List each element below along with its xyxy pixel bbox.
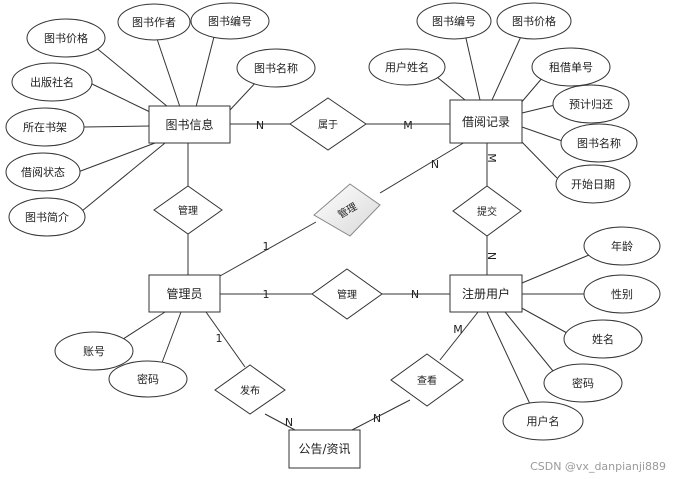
entity-registered-user: 注册用户 [449, 274, 523, 313]
attribute-publisher: 出版社名 [11, 62, 93, 102]
attribute-book-author: 图书作者 [117, 3, 191, 41]
relationship-submit: 提交 [452, 185, 522, 237]
entity-label: 公告/资讯 [298, 442, 350, 456]
attribute-label: 年龄 [611, 239, 633, 253]
cardinality-submit-user: N [485, 252, 498, 260]
attribute-label: 开始日期 [571, 177, 615, 191]
entity-borrow-record: 借阅记录 [449, 99, 523, 144]
entity-notice: 公告/资讯 [288, 429, 361, 469]
attribute-record-book-number: 图书编号 [416, 2, 492, 40]
cardinality-view-notice: N [373, 412, 381, 425]
attribute-book-price: 图书价格 [26, 18, 106, 58]
attribute-rent-order-no: 租借单号 [531, 47, 611, 87]
attribute-label: 密码 [572, 376, 594, 390]
relationship-manage-records: 管理 [313, 183, 381, 237]
attribute-book-number: 图书编号 [190, 2, 270, 40]
cardinality-belongs-record: M [403, 119, 413, 132]
relationship-manage-books: 管理 [153, 185, 223, 235]
entity-label: 图书信息 [165, 117, 213, 132]
cardinality-manage-users-admin: 1 [263, 288, 270, 301]
attribute-borrow-status: 借阅状态 [5, 152, 81, 192]
attribute-book-intro: 图书简介 [8, 197, 86, 237]
attribute-label: 图书简介 [25, 210, 69, 224]
attribute-user-username: 用户名 [502, 401, 584, 441]
relationship-belongs-to: 属于 [289, 97, 367, 151]
relationship-label: 查看 [417, 374, 437, 387]
relationship-label: 发布 [240, 384, 260, 397]
relationship-label: 提交 [477, 205, 497, 218]
entity-label: 管理员 [166, 286, 202, 301]
attribute-record-user-name: 用户姓名 [368, 48, 446, 86]
attribute-label: 密码 [137, 372, 159, 386]
relationship-label: 管理 [178, 204, 198, 217]
attribute-start-date: 开始日期 [555, 164, 631, 204]
attribute-label: 图书名称 [254, 61, 298, 75]
attribute-user-gender: 性别 [583, 274, 661, 314]
attribute-label: 所在书架 [23, 121, 67, 134]
cardinality-submit-record: M [485, 153, 498, 163]
entity-label: 借阅记录 [462, 115, 510, 129]
attribute-label: 图书作者 [132, 16, 176, 29]
attribute-label: 账号 [83, 345, 105, 358]
relationship-manage-users: 管理 [311, 268, 383, 320]
cardinality-belongs-book: N [256, 119, 264, 132]
cardinality-publish-admin: 1 [216, 332, 223, 345]
relationship-label: 属于 [318, 119, 338, 131]
entity-admin: 管理员 [148, 274, 221, 313]
relationship-publish: 发布 [214, 364, 286, 415]
attribute-shelf: 所在书架 [5, 107, 85, 147]
attribute-label: 图书编号 [432, 14, 476, 28]
attribute-label: 性别 [611, 287, 633, 301]
attribute-label: 图书价格 [512, 14, 556, 28]
attribute-label: 出版社名 [30, 75, 74, 89]
attribute-label: 姓名 [592, 332, 614, 346]
cardinality-manage-users-user: N [411, 288, 419, 301]
connectors [77, 28, 590, 431]
entity-book-info: 图书信息 [148, 105, 231, 144]
cardinality-manage-records-admin: 1 [263, 240, 270, 253]
attribute-user-name: 姓名 [563, 319, 643, 359]
attribute-label: 图书编号 [208, 14, 252, 28]
watermark-text: CSDN @vx_danpianji889 [530, 460, 666, 473]
cardinality-view-user: M [453, 323, 463, 336]
attribute-record-book-price: 图书价格 [496, 2, 572, 40]
attribute-label: 租借单号 [549, 61, 593, 74]
attribute-label: 用户姓名 [385, 60, 429, 74]
entity-label: 注册用户 [462, 286, 510, 301]
attribute-record-book-name: 图书名称 [560, 123, 638, 163]
attribute-user-age: 年龄 [583, 226, 661, 266]
attribute-label: 预计归还 [569, 97, 613, 111]
attribute-admin-password: 密码 [108, 360, 188, 398]
cardinality-publish-notice: N [285, 416, 293, 429]
attribute-label: 借阅状态 [21, 165, 65, 179]
cardinality-manage-records-record: N [431, 158, 439, 171]
relationship-label: 管理 [337, 288, 357, 301]
attribute-user-password: 密码 [543, 363, 623, 403]
attribute-admin-account: 账号 [54, 331, 134, 371]
attribute-label: 用户名 [527, 414, 560, 428]
attribute-label: 图书名称 [577, 136, 621, 150]
attribute-expected-return: 预计归还 [552, 84, 630, 124]
attribute-book-name: 图书名称 [236, 48, 316, 88]
attribute-label: 图书价格 [44, 31, 88, 45]
relationship-view: 查看 [390, 353, 464, 407]
